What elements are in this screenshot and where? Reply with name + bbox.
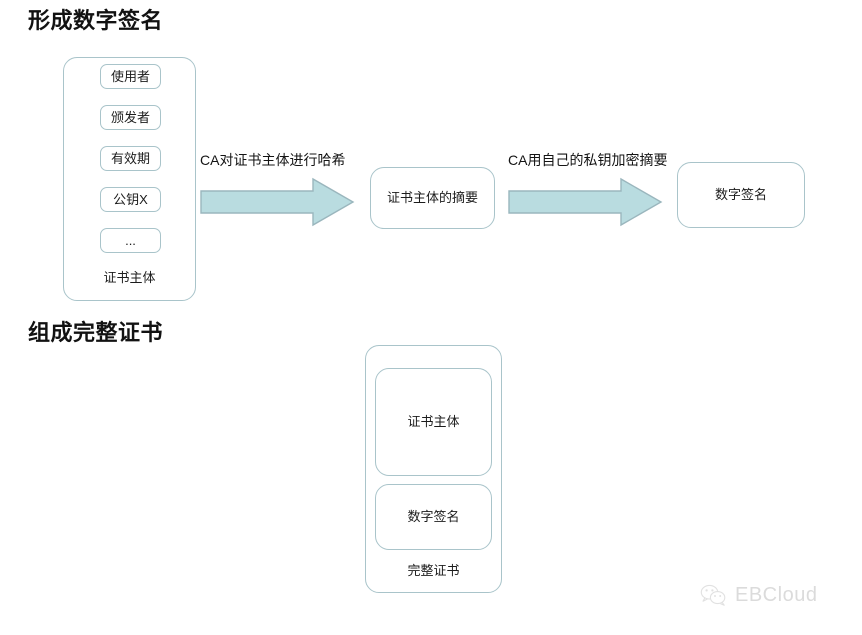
wechat-icon [700,584,726,606]
cert-field-validity: 有效期 [100,146,161,171]
cert-field-issuer: 颁发者 [100,105,161,130]
encrypt-arrow-label: CA用自己的私钥加密摘要 [508,152,668,168]
digital-signature-label: 数字签名 [714,187,767,202]
full-cert-part-digital-signature: 数字签名 [375,484,492,550]
right-arrow-icon [200,177,355,227]
cert-field-label: 使用者 [110,68,150,84]
certificate-subject-container [63,57,196,301]
digital-signature-box: 数字签名 [677,162,805,228]
full-certificate-caption: 完整证书 [407,563,460,578]
cert-field-subject-user: 使用者 [100,64,161,89]
cert-field-label: 颁发者 [110,109,150,125]
cert-field-label: ... [125,232,136,248]
right-arrow-icon [508,177,663,227]
cert-field-label: 有效期 [110,150,150,166]
section-title-assemble-full-certificate: 组成完整证书 [28,320,164,345]
watermark-label: EBCloud [735,584,818,606]
cert-field-public-key: 公钥X [100,187,161,212]
certificate-subject-caption: 证书主体 [103,270,156,285]
full-cert-part-certificate-subject: 证书主体 [375,368,492,476]
certificate-digest-box: 证书主体的摘要 [370,167,495,229]
watermark: EBCloud [700,584,817,606]
cert-field-label: 公钥X [113,191,148,207]
hash-arrow-label: CA对证书主体进行哈希 [200,152,346,168]
full-cert-part-label: 数字签名 [407,509,460,524]
full-cert-part-label: 证书主体 [407,414,460,429]
section-title-form-digital-signature: 形成数字签名 [28,8,164,33]
cert-field-ellipsis: ... [100,228,161,253]
certificate-digest-label: 证书主体的摘要 [386,190,478,205]
